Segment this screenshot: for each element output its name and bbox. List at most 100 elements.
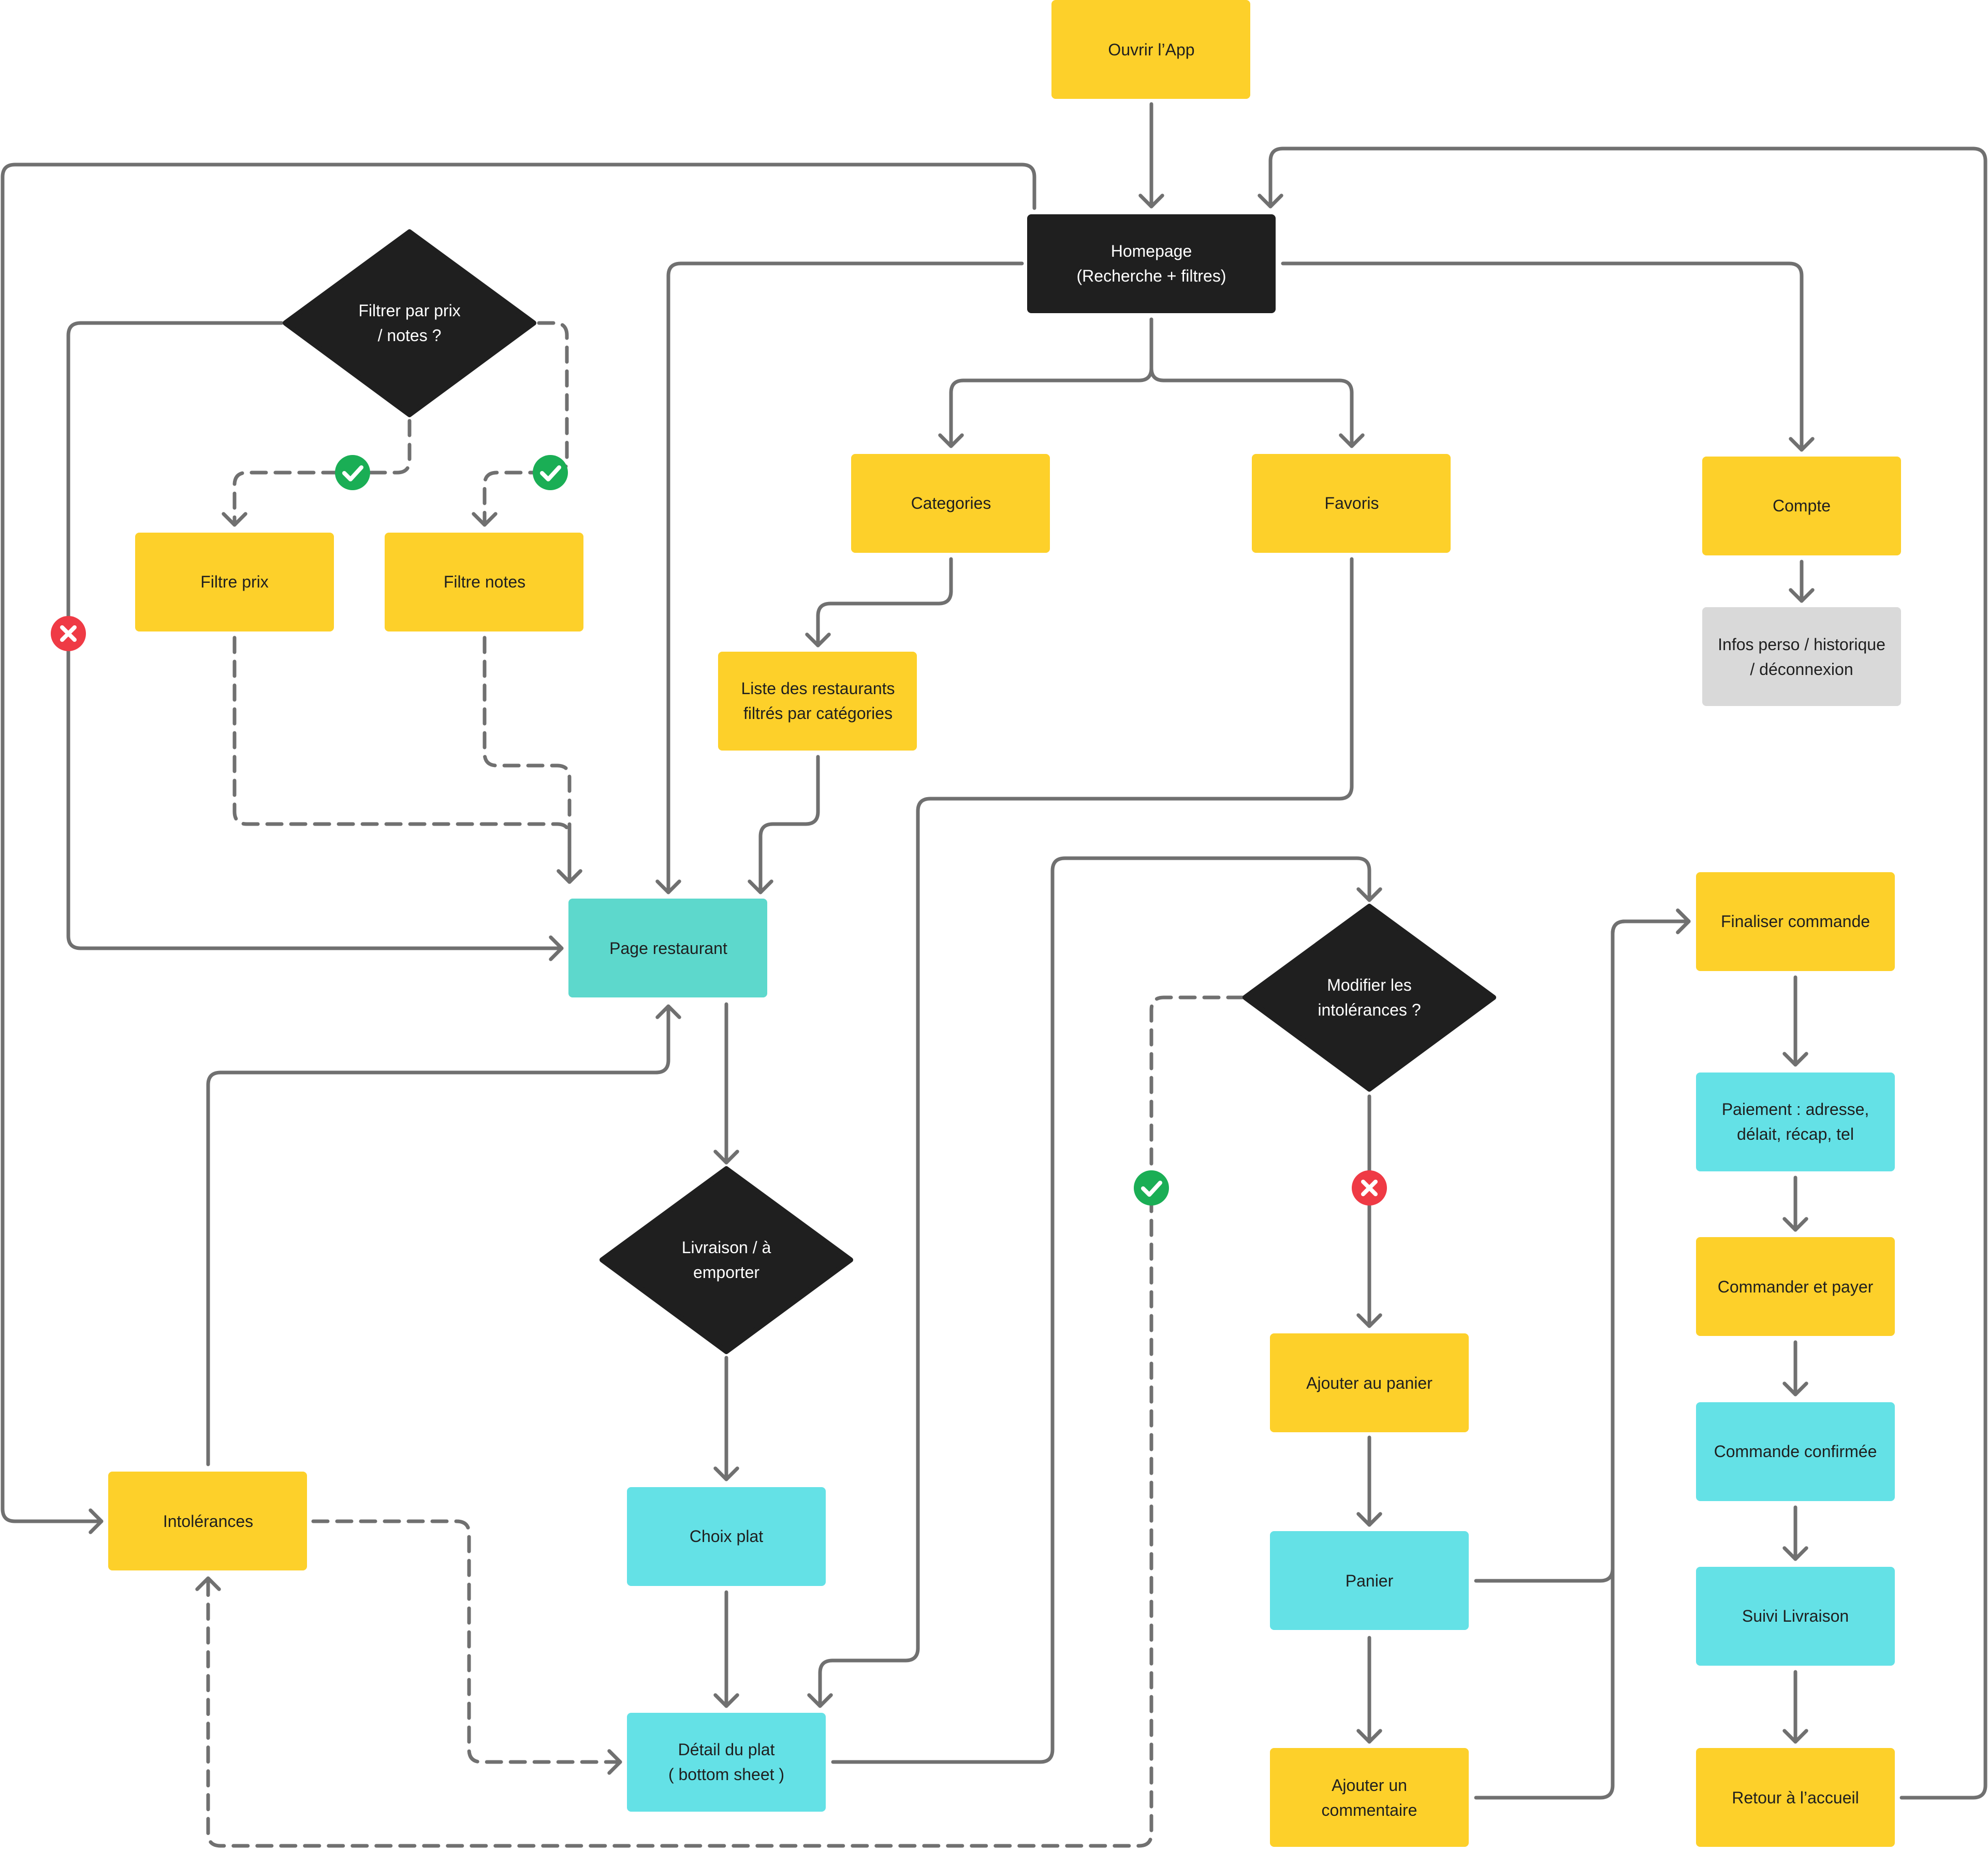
connector-ajouter-to-panier: [1356, 1435, 1382, 1527]
node-box: [1696, 872, 1895, 971]
node-paiement: Paiement : adresse, délait, récap, tel: [1696, 1073, 1895, 1171]
node-label: Filtre prix: [200, 572, 269, 591]
connector-line: [1, 163, 1036, 1523]
connector-confirmee-to-suivi: [1782, 1505, 1808, 1561]
node-filtrer: Filtrer par prix/ notes ?: [283, 229, 536, 417]
cross-icon: [51, 616, 86, 651]
node-box: [1696, 1073, 1895, 1171]
node-detail-plat: Détail du plat( bottom sheet ): [627, 1713, 826, 1812]
connector-line: [758, 755, 820, 894]
arrow-head: [557, 869, 582, 884]
connector-line: [232, 636, 572, 884]
arrow-head: [472, 512, 498, 527]
node-filtre-notes: Filtre notes: [385, 533, 583, 631]
connector-modifier-no-to-panier: [1356, 1094, 1382, 1328]
arrow-head: [655, 879, 681, 894]
connector-line: [206, 995, 1245, 1848]
node-box: [1027, 214, 1276, 313]
arrow-head: [1782, 1729, 1808, 1744]
node-label: Compte: [1773, 496, 1831, 515]
node-label: Liste des restaurants: [741, 679, 895, 698]
node-liste-resto: Liste des restaurants filtrés par catégor…: [718, 652, 917, 751]
node-label: Filtre notes: [444, 572, 525, 591]
node-label: commentaire: [1322, 1801, 1417, 1819]
node-label: filtrés par catégories: [743, 704, 893, 723]
arrow-head: [938, 433, 964, 448]
node-label: Paiement : adresse,: [1722, 1100, 1869, 1119]
node-label: délait, récap, tel: [1737, 1125, 1854, 1143]
arrow-head: [1138, 194, 1164, 209]
decision-shape: [283, 229, 536, 417]
connector-line: [483, 636, 572, 884]
node-label: Finaliser commande: [1721, 912, 1870, 931]
node-confirmee: Commande confirmée: [1696, 1402, 1895, 1501]
connector-line: [949, 317, 1153, 448]
arrow-head: [222, 512, 247, 527]
node-label: Commande confirmée: [1714, 1442, 1877, 1461]
connector-open-to-home: [1138, 102, 1164, 209]
connector-home-to-categories: [938, 317, 1153, 448]
connector-notes-to-page-resto: [483, 636, 582, 884]
arrow-head: [713, 1466, 739, 1481]
connector-panier-to-finaliser: [1474, 908, 1691, 1583]
node-box: [1270, 1333, 1469, 1432]
node-label: Intolérances: [163, 1512, 253, 1531]
node-page-resto: Page restaurant: [568, 899, 767, 997]
connector-line: [232, 419, 412, 527]
connector-commander-to-confirmee: [1782, 1340, 1808, 1397]
check-icon: [533, 455, 568, 490]
node-box: [1702, 457, 1901, 555]
node-commander: Commander et payer: [1696, 1237, 1895, 1336]
arrow-head: [807, 1693, 833, 1708]
node-label: (Recherche + filtres): [1077, 267, 1226, 285]
node-label: Détail du plat: [678, 1740, 775, 1759]
node-label: Categories: [911, 494, 991, 512]
connector-line: [666, 261, 1024, 894]
arrow-head: [1782, 1217, 1808, 1232]
node-label: Panier: [1346, 1571, 1394, 1590]
arrow-head: [1676, 908, 1691, 934]
node-label: Commander et payer: [1718, 1277, 1874, 1296]
node-suivi: Suivi Livraison: [1696, 1567, 1895, 1666]
connector-home-to-favoris: [1149, 317, 1365, 448]
arrow-head: [1258, 194, 1283, 209]
node-box: [108, 1472, 307, 1570]
node-label: Ajouter au panier: [1306, 1374, 1432, 1392]
connector-intolerances-to-page-resto: [206, 1004, 681, 1466]
arrow-head: [1356, 1313, 1382, 1328]
connector-intolerances-to-detail: [311, 1519, 622, 1775]
connector-retour-to-home: [1258, 146, 1987, 1800]
connector-choix-to-detail: [713, 1590, 739, 1708]
node-filtre-prix: Filtre prix: [135, 533, 334, 631]
node-label: Infos perso / historique: [1718, 635, 1885, 654]
connector-line: [206, 1004, 670, 1466]
connector-filtrer-to-prix: [222, 419, 412, 527]
connector-paiement-to-commander: [1782, 1176, 1808, 1232]
node-box: [1051, 0, 1250, 99]
connector-line: [1474, 919, 1691, 1800]
node-label: Ouvrir l’App: [1108, 40, 1194, 59]
connector-line: [311, 1519, 622, 1764]
connector-panier-to-commentaire: [1356, 1636, 1382, 1744]
node-homepage: Homepage(Recherche + filtres): [1027, 214, 1276, 313]
arrow-head: [1356, 1729, 1382, 1744]
connector-home-to-page-resto: [655, 261, 1024, 894]
connector-favoris-to-detail: [807, 557, 1354, 1708]
arrow-head: [655, 1004, 681, 1019]
connector-liste-to-page-resto: [748, 755, 820, 894]
node-retour: Retour à l’accueil: [1696, 1748, 1895, 1847]
connector-compte-to-infos: [1789, 560, 1815, 603]
node-box: [1696, 1237, 1895, 1336]
check-icon: [335, 455, 370, 490]
arrow-head: [1356, 887, 1382, 902]
arrow-head: [1782, 1546, 1808, 1561]
node-label: Page restaurant: [609, 939, 727, 958]
node-label: / déconnexion: [1750, 660, 1853, 679]
connector-commentaire-to-finaliser: [1474, 908, 1691, 1800]
node-label: emporter: [693, 1263, 759, 1282]
connector-line: [831, 856, 1371, 1764]
